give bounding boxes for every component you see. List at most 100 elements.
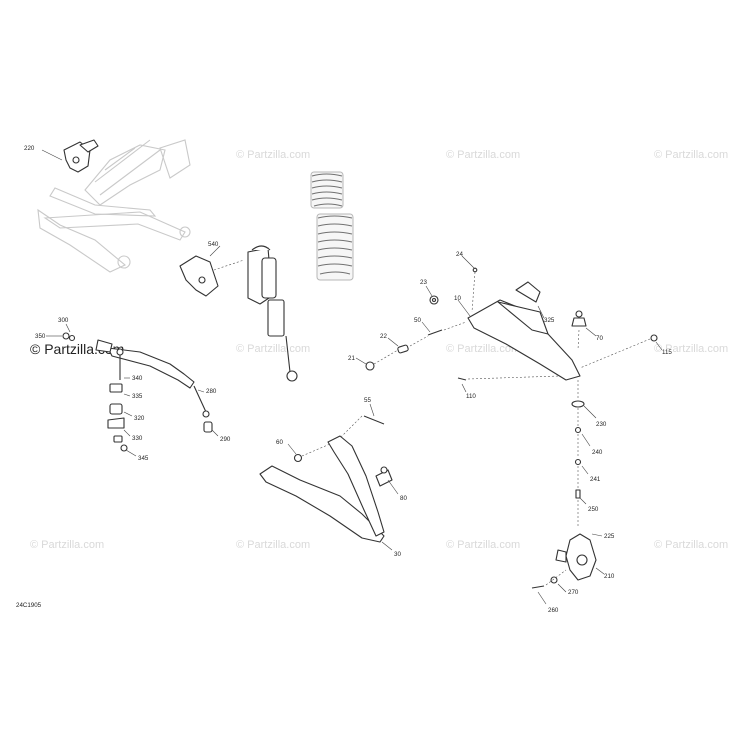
leader-80 bbox=[387, 479, 399, 495]
callout-325[interactable]: 325 bbox=[544, 317, 555, 324]
leader-540 bbox=[209, 245, 221, 257]
leader-270 bbox=[557, 583, 567, 593]
callout-345[interactable]: 345 bbox=[138, 455, 149, 462]
callout-60[interactable]: 60 bbox=[276, 439, 283, 446]
knuckle-210[interactable] bbox=[555, 533, 597, 581]
callout-50[interactable]: 50 bbox=[414, 317, 421, 324]
callout-55[interactable]: 55 bbox=[364, 397, 371, 404]
watermark: © Partzilla.com bbox=[236, 149, 310, 161]
bolt-50[interactable] bbox=[427, 329, 443, 336]
watermark: © Partzilla.com bbox=[236, 539, 310, 551]
callout-260[interactable]: 260 bbox=[548, 607, 559, 614]
dash-55 bbox=[339, 415, 363, 439]
stabilizer-bar[interactable] bbox=[62, 332, 195, 389]
callout-21[interactable]: 21 bbox=[348, 355, 355, 362]
dash-540 bbox=[213, 259, 245, 271]
bushing-stack[interactable] bbox=[107, 348, 128, 452]
callout-80[interactable]: 80 bbox=[400, 495, 407, 502]
diagram-code: 24C1905 bbox=[16, 602, 42, 609]
dash-21 bbox=[373, 335, 429, 365]
leader-335 bbox=[123, 393, 131, 397]
callout-110[interactable]: 110 bbox=[466, 393, 476, 400]
dash-50 bbox=[443, 321, 467, 331]
callout-320[interactable]: 320 bbox=[134, 415, 145, 422]
dash-110 bbox=[467, 375, 561, 380]
leader-24 bbox=[461, 255, 475, 269]
callout-230[interactable]: 230 bbox=[596, 421, 607, 428]
shock-absorber[interactable] bbox=[247, 245, 298, 382]
watermark: © Partzilla.com bbox=[236, 343, 310, 355]
upper-a-arm[interactable] bbox=[467, 281, 581, 381]
part-220-knuckle[interactable] bbox=[63, 139, 99, 173]
leader-300 bbox=[65, 323, 71, 333]
callout-540[interactable]: 540 bbox=[208, 241, 219, 248]
callout-24[interactable]: 24 bbox=[456, 251, 463, 258]
leader-10 bbox=[457, 299, 471, 317]
leader-50 bbox=[421, 321, 431, 333]
dash-260 bbox=[545, 569, 567, 586]
ghost-assembly bbox=[37, 139, 191, 273]
bolt-55[interactable] bbox=[363, 415, 385, 425]
nut-270[interactable] bbox=[550, 576, 558, 584]
dash-60 bbox=[301, 443, 331, 457]
leader-320 bbox=[123, 411, 133, 417]
nut-115[interactable] bbox=[650, 334, 658, 342]
callout-280[interactable]: 280 bbox=[206, 388, 217, 395]
leader-290 bbox=[211, 429, 219, 437]
callout-115[interactable]: 115 bbox=[662, 349, 672, 356]
callout-30[interactable]: 30 bbox=[394, 551, 401, 558]
callout-70[interactable]: 70 bbox=[596, 335, 603, 342]
watermark: © Partzilla.com bbox=[446, 343, 520, 355]
callout-290[interactable]: 290 bbox=[220, 436, 231, 443]
callout-22[interactable]: 22 bbox=[380, 333, 387, 340]
dash-24 bbox=[471, 271, 476, 313]
callout-250[interactable]: 250 bbox=[588, 506, 599, 513]
watermark: © Partzilla.com bbox=[654, 149, 728, 161]
bolt-24[interactable] bbox=[472, 267, 478, 273]
callout-240[interactable]: 240 bbox=[592, 449, 603, 456]
bolt-260[interactable] bbox=[531, 585, 545, 589]
leader-220 bbox=[41, 149, 63, 161]
callout-340[interactable]: 340 bbox=[132, 375, 143, 382]
watermark: © Partzilla.com bbox=[446, 149, 520, 161]
spring-lower bbox=[316, 213, 354, 281]
leader-225 bbox=[591, 533, 603, 537]
callout-350[interactable]: 350 bbox=[35, 333, 46, 340]
leader-70 bbox=[585, 327, 597, 337]
callout-241[interactable]: 241 bbox=[590, 476, 601, 483]
callout-300[interactable]: 300 bbox=[58, 317, 69, 324]
watermark: © Partzilla.com bbox=[654, 343, 728, 355]
part-540-bracket[interactable] bbox=[179, 255, 219, 297]
callout-210[interactable]: 210 bbox=[604, 573, 615, 580]
leader-23 bbox=[425, 285, 433, 297]
callout-330[interactable]: 330 bbox=[132, 435, 143, 442]
lower-a-arm[interactable] bbox=[259, 435, 393, 543]
leader-241 bbox=[581, 465, 589, 475]
callout-23[interactable]: 23 bbox=[420, 279, 427, 286]
watermark: © Partzilla.com bbox=[654, 539, 728, 551]
bolt-110[interactable] bbox=[457, 377, 467, 381]
nut-23[interactable] bbox=[429, 295, 439, 305]
dash-70 bbox=[577, 329, 580, 351]
leader-22 bbox=[387, 337, 399, 347]
callout-10[interactable]: 10 bbox=[454, 295, 461, 302]
link-rod[interactable] bbox=[193, 385, 213, 433]
leader-260 bbox=[537, 591, 547, 605]
callout-220[interactable]: 220 bbox=[24, 145, 35, 152]
bushing-22[interactable] bbox=[397, 344, 409, 354]
leader-330 bbox=[123, 429, 131, 437]
callout-270[interactable]: 270 bbox=[568, 589, 579, 596]
callout-335[interactable]: 335 bbox=[132, 393, 143, 400]
spring-upper bbox=[310, 171, 344, 209]
nut-21[interactable] bbox=[365, 361, 375, 371]
leader-250 bbox=[579, 497, 587, 505]
leader-345 bbox=[125, 449, 137, 457]
ball-joint-70[interactable] bbox=[571, 310, 587, 327]
nut-60[interactable] bbox=[293, 453, 303, 463]
watermark: © Partzilla.com bbox=[30, 539, 104, 551]
leader-60 bbox=[287, 443, 297, 455]
leader-210 bbox=[595, 567, 605, 575]
leader-21 bbox=[355, 357, 367, 365]
callout-225[interactable]: 225 bbox=[604, 533, 615, 540]
